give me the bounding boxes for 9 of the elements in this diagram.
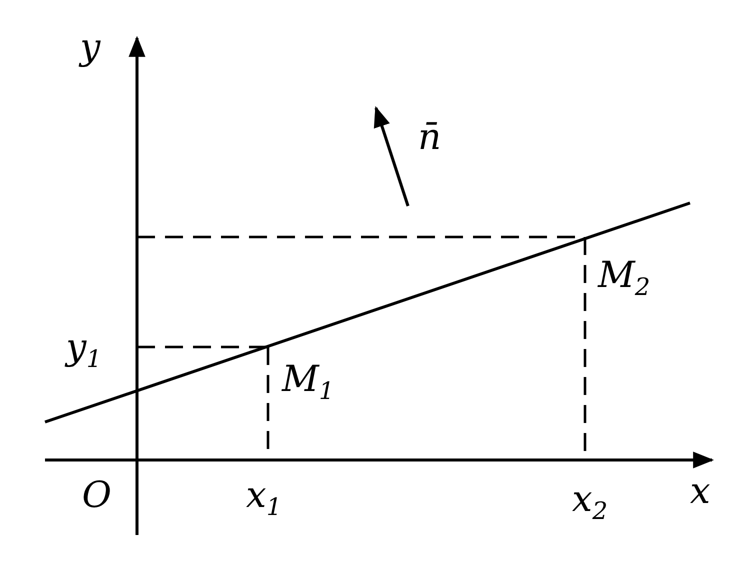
origin-label: O: [82, 478, 112, 514]
tick-label: x$_{1}$: [246, 478, 282, 520]
point-label: M$_{1}$: [282, 362, 334, 404]
axis-label: x: [690, 474, 710, 510]
tick-label: x$_{2}$: [572, 482, 608, 524]
axis-label: y: [80, 30, 100, 66]
point-label: M$_{2}$: [598, 258, 650, 300]
tick-label: y$_{1}$: [66, 330, 102, 372]
vector-label: n̄: [418, 120, 442, 156]
